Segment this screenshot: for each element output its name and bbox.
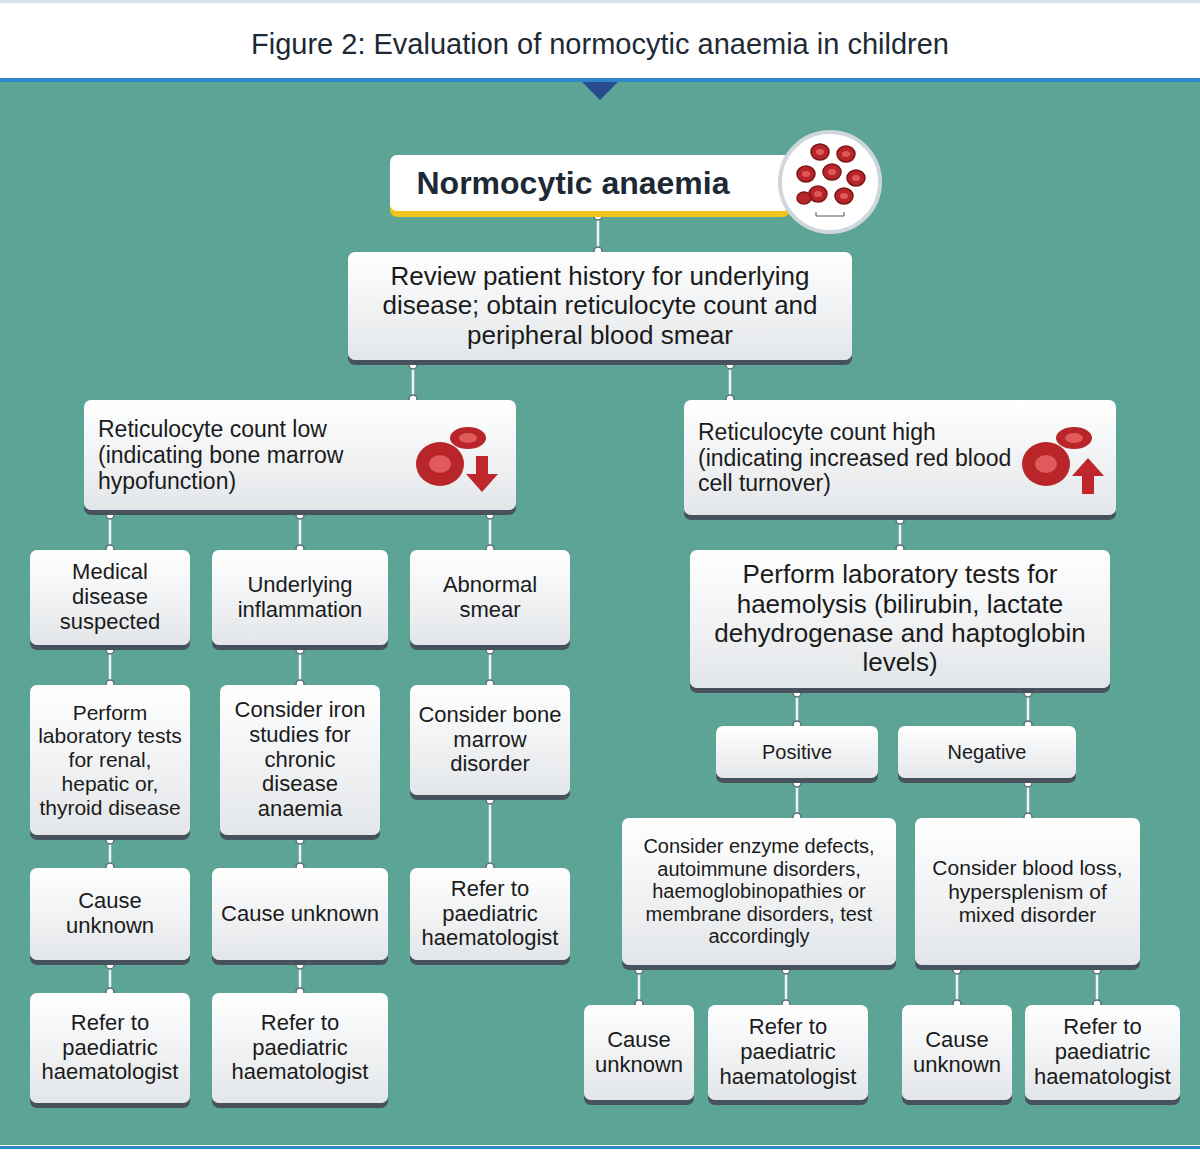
connector-line (793, 779, 801, 821)
header-pointer (582, 80, 618, 102)
connector-line (793, 689, 801, 729)
connector-line (486, 646, 494, 688)
process-box: Consider blood loss, hypersplenism of mi… (915, 818, 1140, 965)
figure-title: Figure 2: Evaluation of normocytic anaem… (0, 28, 1200, 61)
start-box: Normocytic anaemia (390, 155, 790, 211)
connector-line (782, 966, 790, 1008)
connector-line (1024, 689, 1032, 729)
connector-line (296, 646, 304, 688)
process-box: Cause unknown (902, 1005, 1012, 1100)
process-box: Refer to paediatric haematologist (708, 1005, 868, 1100)
process-box: Cause unknown (212, 868, 388, 960)
box-text: Abnormal smear (416, 573, 564, 623)
box-text: Perform laboratory tests for haemolysis … (696, 560, 1104, 678)
connector-line (726, 361, 734, 403)
box-text: Consider enzyme defects, autoimmune diso… (628, 835, 890, 948)
box-text: Reticulocyte count high (indicating incr… (698, 419, 1016, 497)
process-box: Negative (898, 726, 1076, 778)
box-text: Refer to paediatric haematologist (36, 1011, 184, 1086)
box-text: Medical disease suspected (36, 560, 184, 635)
connector-line (953, 966, 961, 1008)
process-box: Refer to paediatric haematologist (30, 993, 190, 1103)
box-text: Consider iron studies for chronic diseas… (226, 698, 374, 822)
connector-line (1093, 966, 1101, 1008)
box-text: Underlying inflammation (218, 573, 382, 623)
box-text: Review patient history for underlying di… (354, 262, 846, 350)
process-box: Refer to paediatric haematologist (212, 993, 388, 1103)
process-box: Cause unknown (30, 868, 190, 960)
box-text: Normocytic anaemia (416, 165, 729, 201)
box-text: Refer to paediatric haematologist (416, 877, 564, 952)
box-text: Refer to paediatric haematologist (1031, 1015, 1174, 1090)
box-text: Consider bone marrow disorder (416, 703, 564, 778)
process-box: Cause unknown (584, 1005, 694, 1100)
process-box: Refer to paediatric haematologist (1025, 1005, 1180, 1100)
low-count-icon (412, 418, 504, 496)
connector-line (409, 361, 417, 403)
connector-line (296, 836, 304, 871)
box-text: Consider blood loss, hypersplenism of mi… (921, 856, 1134, 927)
connector-line (106, 961, 114, 996)
connector-line (106, 836, 114, 871)
box-text: Refer to paediatric haematologist (714, 1015, 862, 1090)
process-box: Review patient history for underlying di… (348, 252, 852, 360)
connector-line (486, 796, 494, 871)
connector-line (486, 511, 494, 553)
process-box: Refer to paediatric haematologist (410, 868, 570, 960)
process-box: Medical disease suspected (30, 550, 190, 645)
box-text: Perform laboratory tests for renal, hepa… (36, 701, 184, 820)
connector-line (635, 966, 643, 1008)
process-box: Positive (716, 726, 878, 778)
connector-line (296, 511, 304, 553)
box-text: Cause unknown (36, 889, 184, 939)
connector-line (896, 516, 904, 553)
footer-rule (0, 1146, 1200, 1149)
process-box: Perform laboratory tests for renal, hepa… (30, 685, 190, 835)
box-text: Reticulocyte count low (indicating bone … (98, 416, 416, 494)
box-text: Cause unknown (908, 1028, 1006, 1078)
connector-line (106, 511, 114, 553)
process-box: Perform laboratory tests for haemolysis … (690, 550, 1110, 688)
process-box: Consider enzyme defects, autoimmune diso… (622, 818, 896, 965)
high-count-icon (1018, 418, 1110, 496)
process-box: Abnormal smear (410, 550, 570, 645)
process-box: Consider bone marrow disorder (410, 685, 570, 795)
connector-line (1024, 779, 1032, 821)
box-text: Positive (762, 741, 832, 764)
blood-cells-icon (776, 128, 884, 236)
box-text: Cause unknown (221, 902, 379, 927)
process-box: Consider iron studies for chronic diseas… (220, 685, 380, 835)
connector-line (106, 646, 114, 688)
box-text: Refer to paediatric haematologist (218, 1011, 382, 1086)
process-box: Underlying inflammation (212, 550, 388, 645)
connector-line (296, 961, 304, 996)
box-text: Cause unknown (590, 1028, 688, 1078)
connector-line (594, 212, 602, 255)
box-text: Negative (948, 741, 1027, 764)
